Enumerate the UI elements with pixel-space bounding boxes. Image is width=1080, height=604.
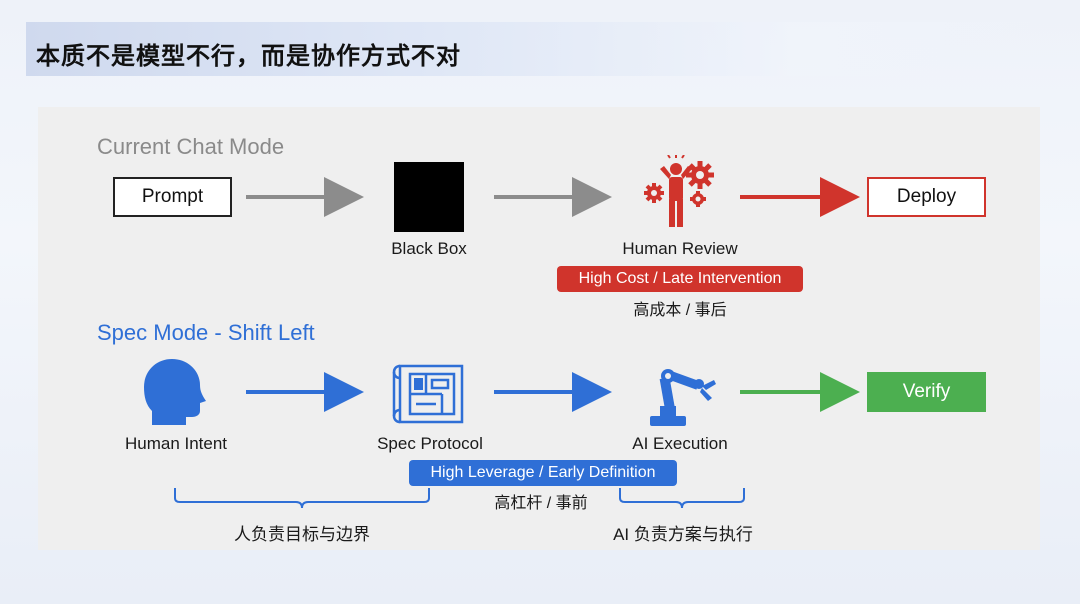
blueprint-icon	[392, 364, 464, 424]
current-chat-mode-label: Current Chat Mode	[97, 134, 285, 159]
left-brace	[174, 488, 430, 509]
spec-protocol-label: Spec Protocol	[377, 434, 483, 453]
high-cost-badge: High Cost / Late Intervention	[557, 266, 803, 292]
page-title: 本质不是模型不行，而是协作方式不对	[36, 42, 461, 70]
verify-box: Verify	[867, 372, 986, 412]
black-box-label: Black Box	[391, 239, 467, 258]
prompt-box: Prompt	[113, 177, 232, 217]
spec-mode-label: Spec Mode - Shift Left	[97, 320, 315, 345]
high-cost-sub-label: 高成本 / 事后	[633, 302, 727, 319]
robot-arm-icon	[650, 369, 716, 426]
right-brace-caption: AI 负责方案与执行	[613, 525, 753, 544]
left-brace-caption: 人负责目标与边界	[234, 525, 370, 544]
high-leverage-sub-label: 高杠杆 / 事前	[494, 495, 588, 512]
high-leverage-badge: High Leverage / Early Definition	[409, 460, 677, 486]
right-brace	[619, 488, 745, 509]
stressed-human-gears-icon	[644, 155, 714, 227]
human-head-icon	[144, 359, 206, 425]
human-intent-label: Human Intent	[124, 434, 228, 453]
ai-execution-label: AI Execution	[632, 434, 728, 453]
title-bar	[26, 22, 1046, 76]
black-box	[394, 162, 464, 232]
human-review-label: Human Review	[622, 239, 738, 258]
deploy-box: Deploy	[867, 177, 986, 217]
